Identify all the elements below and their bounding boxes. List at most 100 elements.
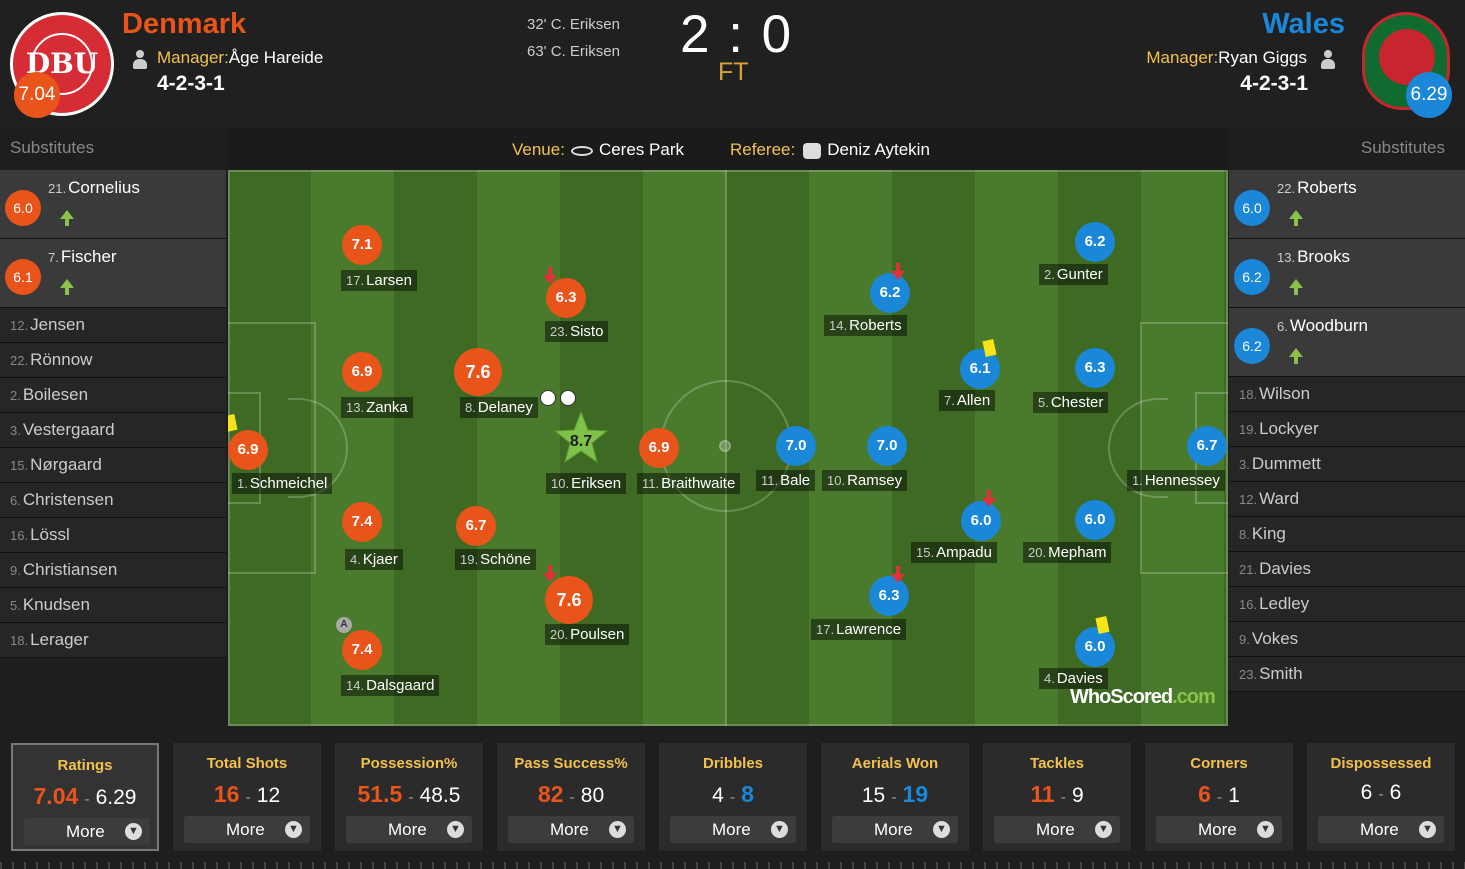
more-button[interactable]: More▼ [346,816,472,843]
substitute-name-label: 3.Vestergaard [0,420,115,439]
substitute-item[interactable]: 3.Dummett [1229,447,1465,482]
substitute-item[interactable]: 18.Lerager [0,623,226,658]
substitute-item[interactable]: 23.Smith [1229,657,1465,692]
shirt-number: 17. [816,622,835,637]
chevron-down-circle-icon: ▼ [1257,821,1274,838]
away-stat-value: 6 [1389,781,1402,804]
more-button[interactable]: More▼ [1318,816,1444,843]
player-rating: 6.3 [1075,348,1115,388]
substitute-name-label: 3.Dummett [1229,454,1321,473]
substitute-item[interactable]: 12.Jensen [0,308,226,343]
substitute-name: Fischer [60,247,117,266]
substitute-name-label: 6.Woodburn [1277,316,1368,336]
away-substitutes-title: Substitutes [1360,138,1445,157]
shirt-number: 10. [827,473,846,488]
more-button[interactable]: More▼ [1156,816,1282,843]
player-name-label: 17.Larsen [341,270,417,291]
home-team-name[interactable]: Denmark [122,8,247,40]
substitute-item[interactable]: 15.Nørgaard [0,448,226,483]
player-name: Ramsey [847,472,903,489]
shirt-number: 15. [916,545,935,560]
chevron-down-circle-icon: ▼ [1095,821,1112,838]
substitute-name: Smith [1259,664,1303,683]
shirt-number: 9. [10,563,21,578]
whistle-icon [803,142,822,159]
shirt-number: 1. [1132,473,1143,488]
shirt-number: 6. [1277,319,1288,334]
shirt-number: 1. [237,476,248,491]
stat-separator: - [729,789,736,806]
shirt-number: 9. [1239,632,1250,647]
more-button[interactable]: More▼ [508,816,634,843]
substitute-item[interactable]: 6.2 6.Woodburn [1229,308,1465,377]
substitute-item[interactable]: 16.Ledley [1229,587,1465,622]
player-rating: 6.1 [960,349,1000,389]
substitute-name: Vokes [1251,629,1299,648]
more-button[interactable]: More▼ [832,816,958,843]
home-stat-value: 4 [712,784,724,807]
shirt-number: 14. [346,678,365,693]
substitute-item[interactable]: 21.Davies [1229,552,1465,587]
chevron-down-circle-icon: ▼ [125,823,142,840]
substitute-name: Ledley [1259,594,1310,613]
shirt-number: 7. [48,250,59,265]
manager-icon [1321,50,1335,70]
player-rating: 6.9 [228,430,268,470]
substitute-name-label: 12.Ward [1229,489,1299,508]
substitute-item[interactable]: 22.Rönnow [0,343,226,378]
player-rating: 6.9 [342,352,382,392]
more-button[interactable]: More▼ [24,818,150,845]
away-stat-value: 6.29 [95,786,137,809]
substitute-item[interactable]: 12.Ward [1229,482,1465,517]
player-name-label: 4.Davies [1039,668,1108,689]
away-stat-value: 9 [1071,784,1084,807]
substitute-name: Woodburn [1289,316,1368,335]
substitute-item[interactable]: 3.Vestergaard [0,413,226,448]
substitute-item[interactable]: 8.King [1229,517,1465,552]
manager-icon [133,50,147,70]
substitute-item[interactable]: 9.Christiansen [0,553,226,588]
substitute-rating: 6.2 [1234,328,1270,364]
away-team-name[interactable]: Wales [1262,8,1345,40]
player-name: Chester [1050,394,1104,411]
shirt-number: 18. [1239,387,1258,402]
substitute-name: Christiansen [22,560,118,579]
player-rating: 6.7 [456,506,496,546]
substitute-item[interactable]: 9.Vokes [1229,622,1465,657]
more-label: More [388,820,427,839]
player-name-label: 19.Schöne [455,549,536,570]
more-label: More [226,820,265,839]
substitute-item[interactable]: 2.Boilesen [0,378,226,413]
shirt-number: 21. [48,181,67,196]
substitute-item[interactable]: 18.Wilson [1229,377,1465,412]
stat-separator: - [1378,786,1384,803]
more-button[interactable]: More▼ [670,816,796,843]
substitute-item[interactable]: 16.Lössl [0,518,226,553]
substitute-name: Nørgaard [30,455,102,474]
more-label: More [550,820,589,839]
player-name: Schmeichel [249,475,328,492]
player-rating: 7.0 [867,426,907,466]
substitute-item[interactable]: 5.Knudsen [0,588,226,623]
stat-values: 7.04-6.29 [13,783,157,810]
more-button[interactable]: More▼ [184,816,310,843]
substitute-item[interactable]: 19.Lockyer [1229,412,1465,447]
more-button[interactable]: More▼ [994,816,1120,843]
captain-badge-icon: A [336,617,352,633]
player-name-label: 11.Bale [756,470,816,491]
substitute-item[interactable]: 6.Christensen [0,483,226,518]
shirt-number: 5. [10,598,21,613]
